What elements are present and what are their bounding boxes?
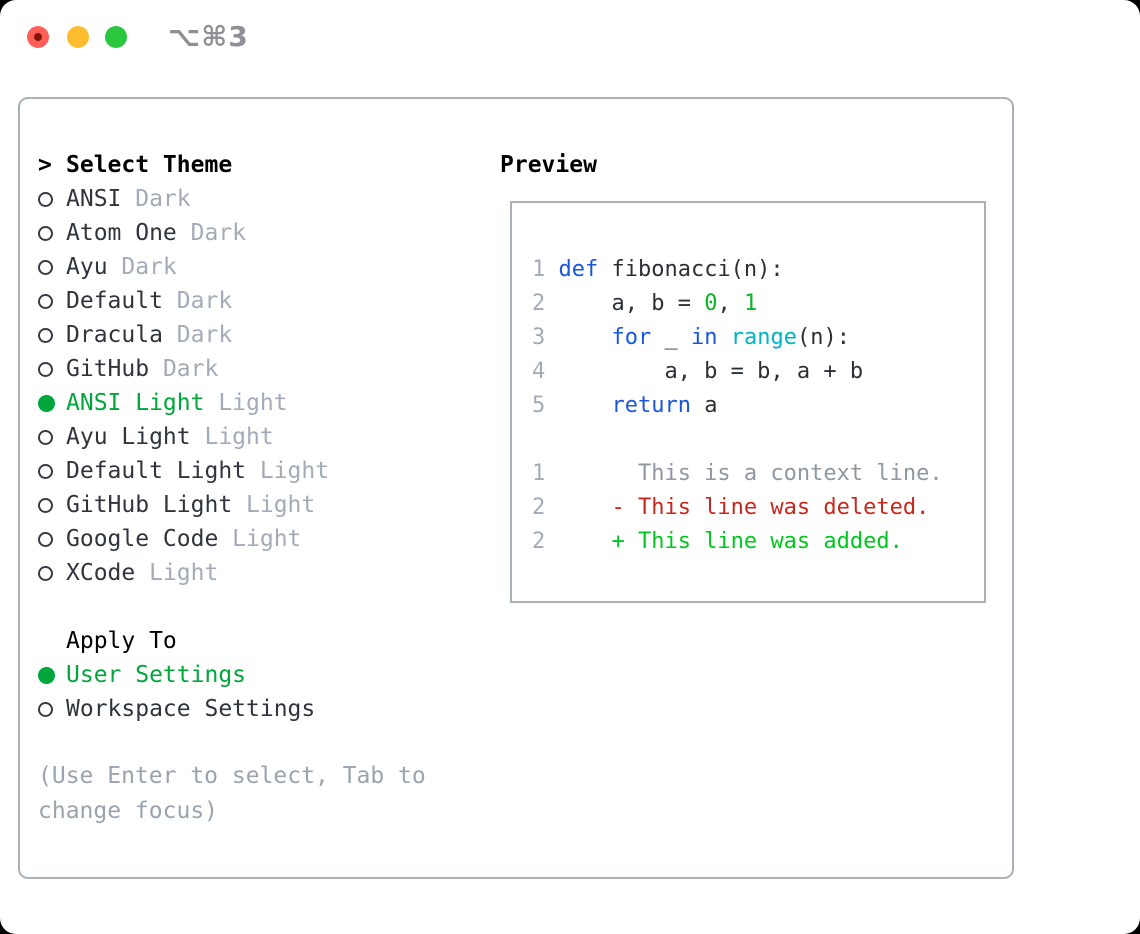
theme-option-github-dark[interactable]: GitHub Dark <box>38 352 488 386</box>
radio-icon <box>38 225 66 241</box>
radio-icon <box>38 191 66 207</box>
code-line: 2 a, b = 0, 1 <box>532 291 758 316</box>
theme-option-dracula-dark[interactable]: Dracula Dark <box>38 318 488 352</box>
theme-panel: > Select Theme ANSI Dark Atom One Dark A… <box>38 148 488 829</box>
radio-icon <box>38 565 66 581</box>
theme-option-ansi-dark[interactable]: ANSI Dark <box>38 182 488 216</box>
radio-icon <box>38 361 66 377</box>
theme-option-google-code-light[interactable]: Google Code Light <box>38 522 488 556</box>
diff-context-line: 1 This is a context line. <box>532 461 943 486</box>
close-button-dot <box>34 33 42 41</box>
theme-list-title: Select Theme <box>66 152 233 178</box>
theme-option-default-light[interactable]: Default Light Light <box>38 454 488 488</box>
code-line: 5 return a <box>532 393 718 418</box>
theme-picker-window: > Select Theme ANSI Dark Atom One Dark A… <box>18 97 1014 879</box>
radio-icon <box>38 327 66 343</box>
zoom-button[interactable] <box>105 26 127 48</box>
radio-icon <box>38 259 66 275</box>
radio-icon <box>38 701 66 717</box>
diff-deleted-line: 2 - This line was deleted. <box>532 495 930 520</box>
code-line: 3 for _ in range(n): <box>532 325 850 350</box>
preview-title: Preview <box>500 152 597 178</box>
radio-selected-icon <box>38 394 66 412</box>
focus-caret-icon: > <box>38 152 52 178</box>
radio-icon <box>38 531 66 547</box>
theme-option-ayu-light[interactable]: Ayu Light Light <box>38 420 488 454</box>
theme-option-atom-one-dark[interactable]: Atom One Dark <box>38 216 488 250</box>
theme-option-ansi-light-selected[interactable]: ANSI Light Light <box>38 386 488 420</box>
theme-option-xcode-light[interactable]: XCode Light <box>38 556 488 590</box>
diff-added-line: 2 + This line was added. <box>532 529 903 554</box>
radio-icon <box>38 463 66 479</box>
radio-icon <box>38 497 66 513</box>
blank-line <box>532 423 984 457</box>
code-line: 4 a, b = b, a + b <box>532 359 864 384</box>
radio-selected-icon <box>38 666 66 684</box>
theme-option-default-dark[interactable]: Default Dark <box>38 284 488 318</box>
apply-to-section: Apply To User Settings Workspace Setting… <box>38 624 488 726</box>
help-text: (Use Enter to select, Tab to change focu… <box>38 763 426 824</box>
close-button[interactable] <box>27 26 49 48</box>
theme-list-header: > Select Theme <box>38 148 488 182</box>
theme-option-ayu-dark[interactable]: Ayu Dark <box>38 250 488 284</box>
minimize-button[interactable] <box>67 26 89 48</box>
radio-icon <box>38 293 66 309</box>
window-title: ⌥⌘3 <box>168 20 249 53</box>
apply-option-user-settings[interactable]: User Settings <box>38 658 488 692</box>
theme-option-github-light[interactable]: GitHub Light Light <box>38 488 488 522</box>
apply-option-workspace-settings[interactable]: Workspace Settings <box>38 692 488 726</box>
apply-to-header: Apply To <box>66 628 177 654</box>
radio-icon <box>38 429 66 445</box>
